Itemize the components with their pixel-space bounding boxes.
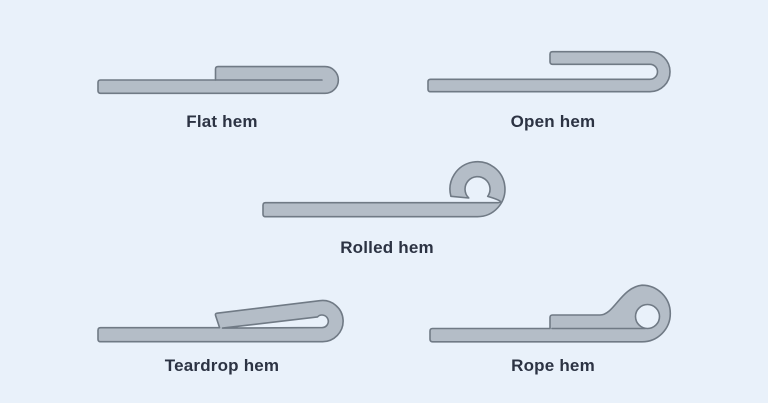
open-hem-shape (427, 50, 671, 93)
teardrop-hem-figure (94, 294, 349, 346)
rolled-hem-shape (262, 160, 506, 218)
flat-hem-illustration (97, 65, 340, 95)
rolled-hem-label: Rolled hem (340, 238, 434, 257)
flat-hem-label: Flat hem (186, 112, 258, 131)
open-hem-label: Open hem (510, 112, 596, 131)
open-hem-illustration (427, 50, 671, 93)
teardrop-hem-shape (97, 299, 344, 343)
teardrop-hem-illustration (97, 299, 344, 343)
rolled-hem-figure (259, 158, 511, 221)
rope-hem-label: Rope hem (511, 356, 595, 375)
rope-hem-shape (429, 284, 672, 343)
rolled-hem-illustration (262, 160, 506, 218)
rope-hem-illustration (429, 284, 672, 343)
rope-hem-figure (424, 281, 676, 346)
teardrop-hem-label: Teardrop hem (164, 356, 280, 375)
open-hem-figure (424, 47, 676, 96)
flat-hem-figure (94, 60, 344, 98)
